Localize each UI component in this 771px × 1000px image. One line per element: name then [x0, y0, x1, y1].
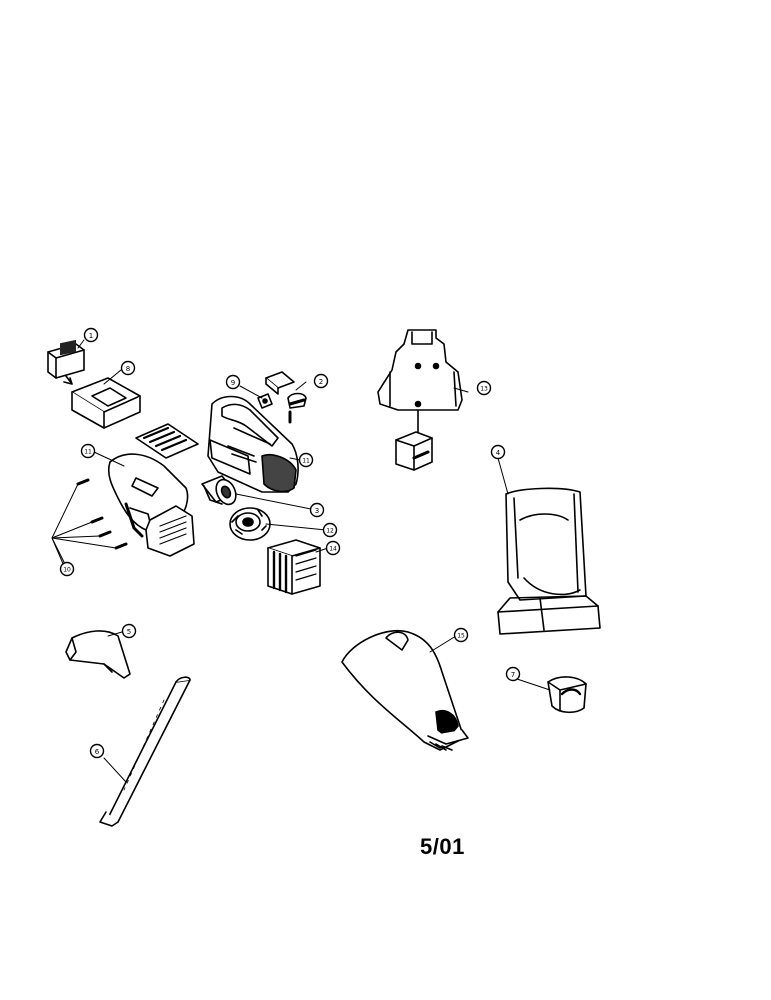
callout-group: 1 2 3 4 5 6 7 8 9 10 11 11 12 13 14 15 [59, 327, 521, 759]
callout-1-circle [83, 327, 99, 343]
callout-6: 6 [95, 748, 100, 756]
callout-10-circle [59, 561, 75, 577]
leader-lines [51, 339, 551, 783]
part-5-crevice-tool [65, 630, 131, 679]
callout-3-circle [309, 502, 325, 518]
part-filter-plate [135, 423, 199, 459]
callout-3: 3 [315, 507, 319, 515]
part-11-handle-assembly [207, 395, 299, 493]
part-12-fan [229, 507, 271, 541]
callout-6-circle [89, 743, 105, 759]
part-8-battery-pack [71, 377, 141, 429]
part-13-wall-bracket [377, 329, 463, 433]
callout-5: 5 [127, 628, 131, 636]
callout-11a: 11 [84, 449, 92, 456]
callout-12-circle [322, 522, 338, 538]
callout-11b-circle [298, 452, 314, 468]
part-2-button [265, 371, 307, 424]
callout-5-circle [121, 623, 137, 639]
part-14-filter [267, 539, 321, 595]
callout-4: 4 [496, 449, 501, 457]
callout-15-circle [453, 627, 469, 643]
callout-8: 8 [126, 365, 130, 373]
part-1-cover [47, 339, 85, 385]
part-6-extension-wand [99, 676, 191, 827]
callout-13: 13 [480, 386, 488, 393]
callout-11b: 11 [302, 458, 310, 465]
callout-8-circle [120, 360, 136, 376]
callout-15: 15 [457, 633, 465, 640]
part-9-latch [257, 393, 273, 409]
callout-7-circle [505, 666, 521, 682]
part-4-charging-stand [497, 487, 601, 635]
date-code: 5/01 [420, 834, 465, 859]
callout-12: 12 [326, 528, 334, 535]
callout-11a-circle [80, 443, 96, 459]
callout-9: 9 [231, 379, 235, 387]
part-15-dust-bowl [341, 630, 469, 751]
part-3-motor [201, 475, 237, 506]
callout-14-circle [325, 540, 341, 556]
callout-1: 1 [89, 332, 93, 340]
callout-13-circle [476, 380, 492, 396]
callout-2-circle [313, 373, 329, 389]
part-11-body-shell [107, 453, 195, 557]
callout-14: 14 [329, 546, 337, 553]
callout-7: 7 [511, 671, 515, 679]
callout-2: 2 [319, 378, 323, 386]
callout-4-circle [490, 444, 506, 460]
part-charger-adapter [395, 431, 433, 471]
callout-9-circle [225, 374, 241, 390]
callout-10: 10 [63, 567, 71, 574]
part-7-clip [547, 676, 587, 714]
